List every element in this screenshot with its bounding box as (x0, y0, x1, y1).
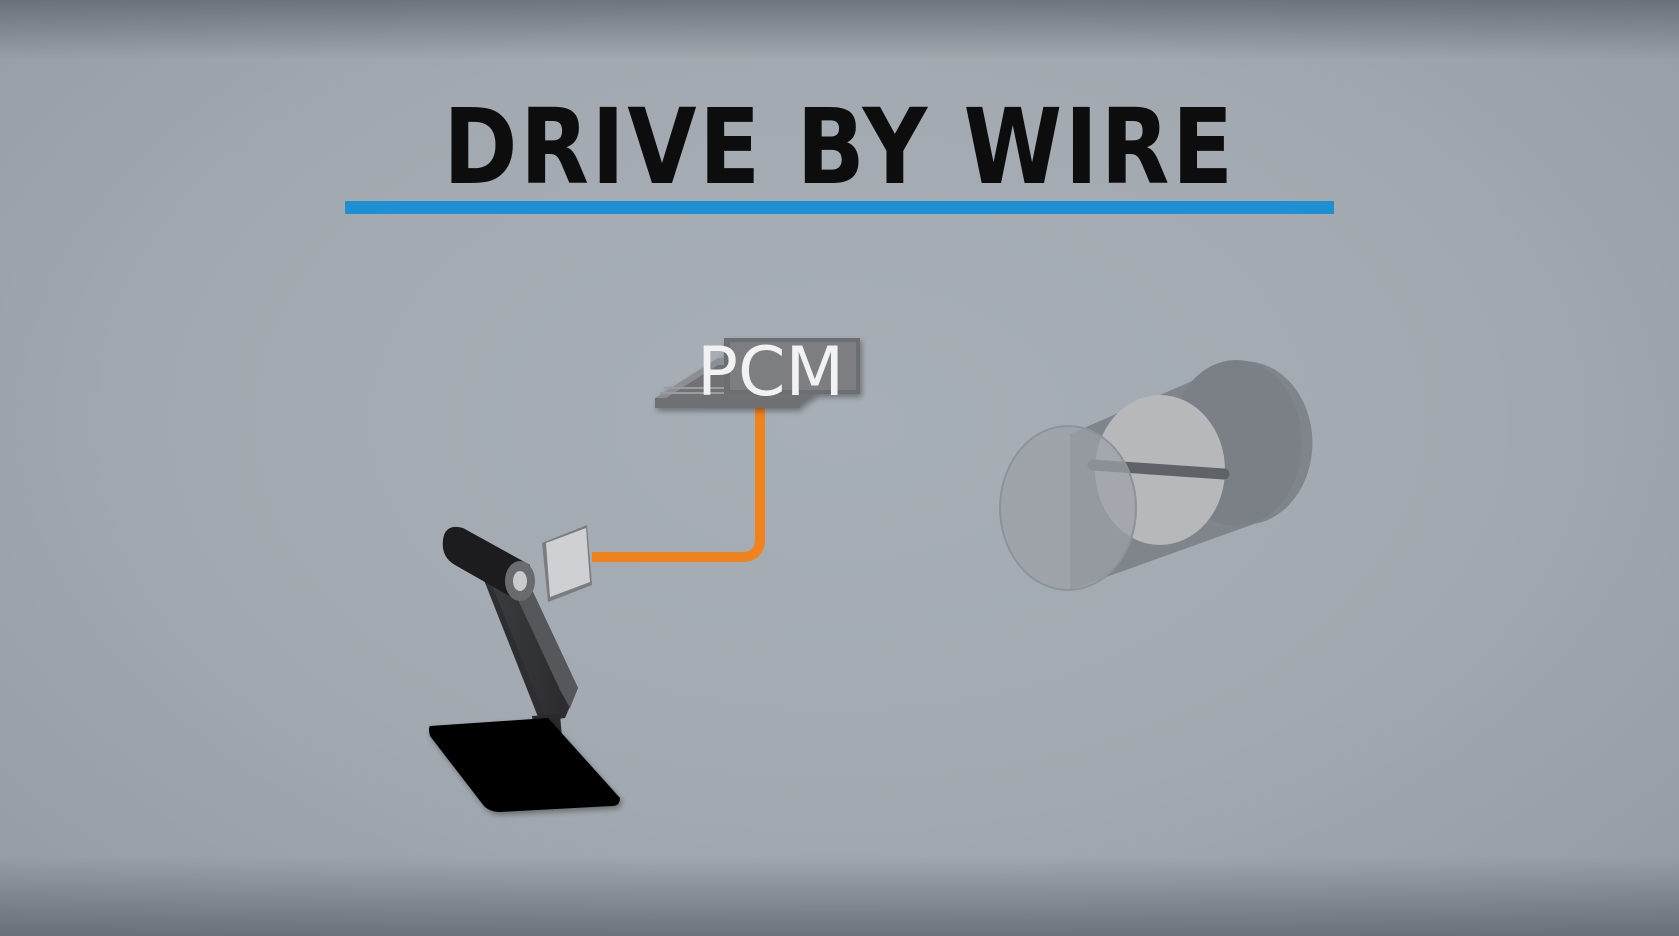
title-underline (345, 201, 1334, 214)
signal-wire-icon (592, 405, 765, 562)
pedal-position-sensor-icon (542, 525, 592, 602)
accelerator-pedal-icon (429, 526, 620, 812)
throttle-body-icon (999, 360, 1313, 591)
pcm-label: PCM (697, 333, 844, 412)
page-title: DRIVE BY WIRE (443, 86, 1236, 208)
top-vignette (0, 0, 1679, 60)
pcm-module-icon (655, 338, 860, 408)
bottom-vignette (0, 856, 1679, 936)
